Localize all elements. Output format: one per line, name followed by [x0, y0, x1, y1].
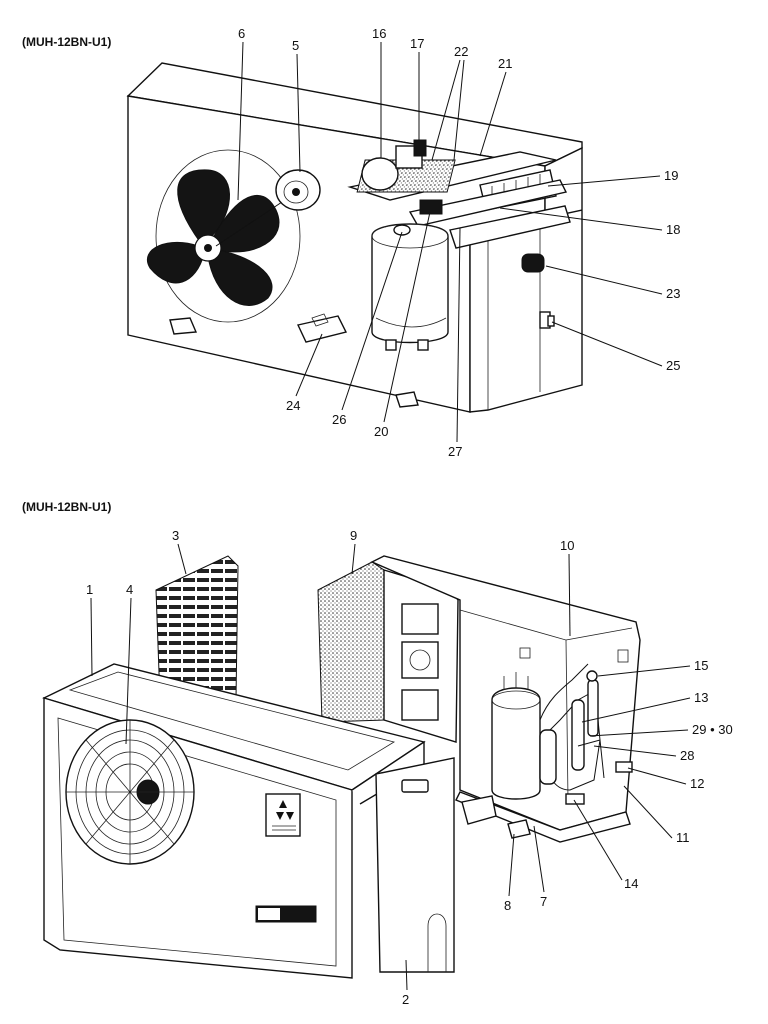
sensor-holder: [521, 253, 545, 273]
panel-handle: [401, 779, 429, 793]
reversing-valve: [539, 729, 557, 785]
top-callouts: 6 5 16 17 22 21 19 18 23 25 24 26 20 27: [237, 26, 680, 459]
fan-ring: [155, 149, 301, 323]
solenoid-coil: [586, 670, 598, 682]
mounting-rail: [449, 205, 571, 249]
strainer: [587, 679, 599, 737]
base-plate: [455, 791, 631, 843]
callout-25: 25: [666, 358, 680, 373]
terminal-bracket: [408, 179, 568, 227]
callout-24: 24: [286, 398, 300, 413]
top-model-title: (MUH-12BN-U1): [22, 35, 111, 49]
foot-left: [169, 317, 198, 335]
callout-3: 3: [172, 528, 179, 543]
callout-16: 16: [372, 26, 386, 41]
base-foot: [507, 819, 531, 839]
callout-7: 7: [540, 894, 547, 909]
bottom-model-title: (MUH-12BN-U1): [22, 500, 111, 514]
callout-2: 2: [402, 992, 409, 1007]
capillary-assembly: [571, 699, 585, 771]
callout-21: 21: [498, 56, 512, 71]
callout-6: 6: [238, 26, 245, 41]
fan-motor: [215, 169, 321, 247]
fan-guard: [65, 719, 195, 865]
service-valve-gas: [565, 793, 585, 805]
foot-right: [395, 391, 419, 408]
outdoor-unit-internal-view: [126, 62, 583, 413]
transformer: [413, 139, 427, 157]
callout-11: 11: [676, 830, 690, 845]
accumulator: [371, 223, 449, 351]
callout-4: 4: [126, 582, 133, 597]
callout-9: 9: [350, 528, 357, 543]
callout-10: 10: [560, 538, 574, 553]
callout-12: 12: [690, 776, 704, 791]
propeller-fan: [147, 169, 280, 306]
callout-22: 22: [454, 44, 468, 59]
callout-18: 18: [666, 222, 680, 237]
callout-8: 8: [504, 898, 511, 913]
callout-14: 14: [624, 876, 638, 891]
separator-window-2: [401, 641, 439, 679]
reactor: [419, 199, 443, 215]
callout-1: 1: [86, 582, 93, 597]
compressor: [491, 672, 541, 800]
separator-window-1: [401, 603, 439, 635]
callout-19: 19: [664, 168, 678, 183]
service-valve-liquid: [615, 761, 633, 773]
outdoor-unit-exploded-view: [42, 555, 641, 979]
guard-clip: [296, 315, 348, 343]
callout-5: 5: [292, 38, 299, 53]
refrigerant-piping: [539, 663, 633, 805]
callout-26: 26: [332, 412, 346, 427]
separator-window-3: [401, 689, 439, 721]
callout-23: 23: [666, 286, 680, 301]
callout-29-30: 29 • 30: [692, 722, 733, 737]
callout-27: 27: [448, 444, 462, 459]
callout-17: 17: [410, 36, 424, 51]
callout-15: 15: [694, 658, 708, 673]
callout-20: 20: [374, 424, 388, 439]
bottom-callouts: 3 9 10 1 4 15 13 29 • 30 28 12 11 14 7 8…: [86, 528, 733, 1007]
heat-exchanger: [317, 561, 385, 723]
drain-socket: [461, 795, 497, 825]
brand-badge: [265, 793, 301, 837]
callout-13: 13: [694, 690, 708, 705]
callout-28: 28: [680, 748, 694, 763]
service-panel: [375, 757, 455, 973]
capacitor: [361, 157, 399, 191]
